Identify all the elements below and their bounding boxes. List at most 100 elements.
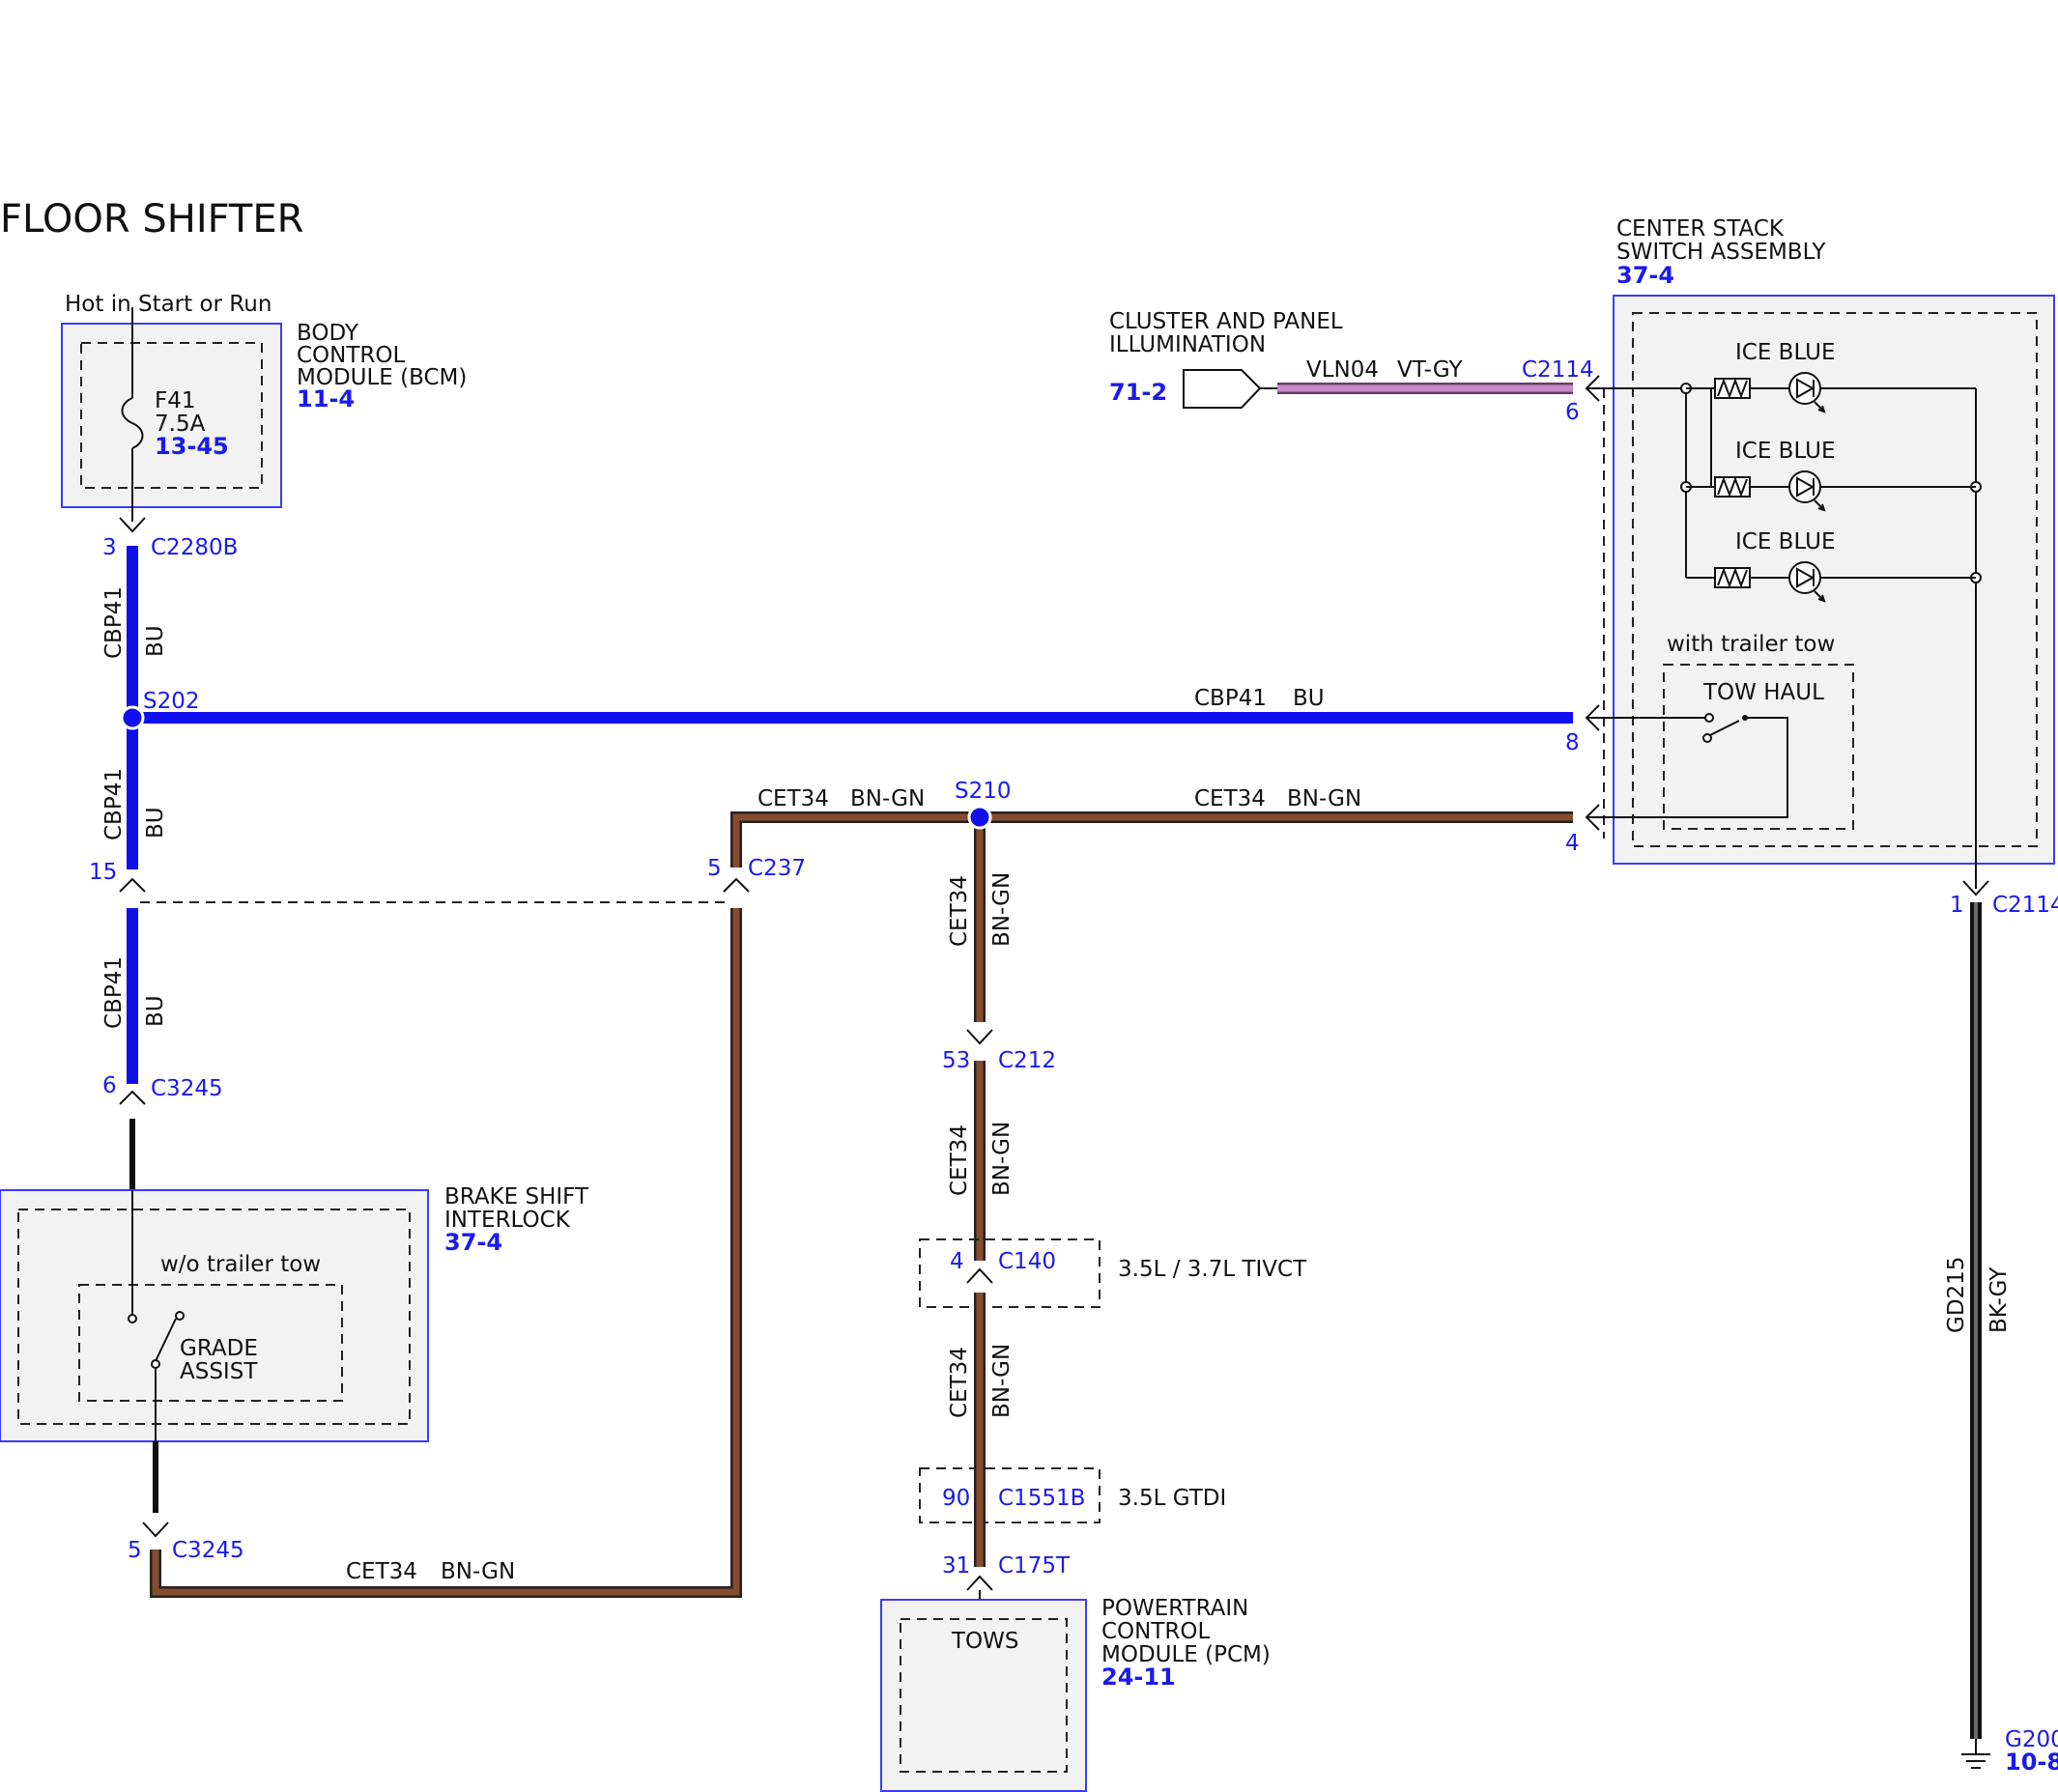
led-diode-symbol bbox=[1796, 476, 1815, 498]
fuse-ref: 13-45 bbox=[155, 433, 229, 460]
led-light-arrow bbox=[1814, 590, 1826, 603]
cet34-label-top-right: CET34 bbox=[1194, 786, 1266, 811]
cluster-ref: 71-2 bbox=[1109, 379, 1167, 406]
brake-shift-option-note: w/o trailer tow bbox=[160, 1252, 321, 1277]
c237-connector-icon bbox=[723, 877, 750, 893]
gd215-label: GD215 bbox=[1944, 1257, 1969, 1333]
fuse-f41-icon bbox=[121, 397, 144, 449]
c140-connector-icon bbox=[966, 1267, 993, 1284]
cluster-connector-icon bbox=[1183, 369, 1262, 409]
led-icon bbox=[1788, 561, 1821, 594]
cet34-label-bottom: CET34 bbox=[346, 1559, 417, 1584]
c3245-bottom-connector-icon bbox=[142, 1522, 169, 1538]
bcm-name-line2: CONTROL bbox=[297, 343, 406, 368]
led-label-1: ICE BLUE bbox=[1735, 340, 1836, 365]
led-light-arrow bbox=[1814, 401, 1826, 413]
c140-option-box bbox=[919, 1238, 1100, 1308]
tow-haul-option-box bbox=[1663, 664, 1854, 830]
led-row-1: ICE BLUE bbox=[1686, 340, 1976, 413]
s202-label: S202 bbox=[143, 689, 200, 714]
s210-splice bbox=[967, 805, 992, 830]
led-diode-symbol bbox=[1796, 378, 1815, 399]
bu-label-lower: BU bbox=[143, 995, 168, 1027]
resistor-zigzag bbox=[1717, 476, 1748, 498]
led-label-2: ICE BLUE bbox=[1735, 439, 1836, 464]
led-row-2: ICE BLUE bbox=[1686, 439, 1976, 512]
tow-haul-contact-1 bbox=[1704, 713, 1714, 723]
bcm-power-note: Hot in Start or Run bbox=[65, 292, 272, 317]
center-stack-box bbox=[1613, 295, 2055, 865]
led-light-arrow bbox=[1814, 499, 1826, 512]
center-stack-ref: 37-4 bbox=[1616, 262, 1674, 289]
cet34-label-top-left: CET34 bbox=[757, 786, 829, 811]
c237-pin: 5 bbox=[707, 856, 722, 881]
bngn-label-vertical-3: BN-GN bbox=[989, 1344, 1015, 1418]
led-diode-symbol bbox=[1796, 567, 1815, 588]
brake-shift-inner-box bbox=[17, 1209, 411, 1425]
c1551b-label: C1551B bbox=[998, 1486, 1085, 1511]
body-control-module: Hot in Start or Run BODY CONTROL MODULE … bbox=[61, 292, 467, 522]
c2114-pin-4: 4 bbox=[1565, 831, 1580, 856]
tow-option-note: with trailer tow bbox=[1667, 632, 1835, 657]
led-label-3: ICE BLUE bbox=[1735, 529, 1836, 555]
led-icon bbox=[1788, 470, 1821, 503]
bcm-inner-box bbox=[80, 342, 263, 489]
cbp41-label-upper: CBP41 bbox=[101, 586, 127, 659]
c3245-bottom-pin: 5 bbox=[128, 1538, 142, 1563]
c3245-top-pin: 6 bbox=[102, 1073, 117, 1098]
c1551b-pin: 90 bbox=[942, 1486, 970, 1511]
pcm-name-line2: CONTROL bbox=[1101, 1619, 1211, 1644]
cbp41-label-middle: CBP41 bbox=[101, 768, 127, 840]
c3245-bottom-label: C3245 bbox=[172, 1538, 244, 1563]
brake-shift-ref: 37-4 bbox=[444, 1229, 502, 1256]
c212-label: C212 bbox=[998, 1048, 1056, 1073]
g200-label: G200 bbox=[2005, 1727, 2058, 1752]
grade-assist-option-box bbox=[78, 1284, 343, 1402]
pcm-name-line1: POWERTRAIN bbox=[1101, 1596, 1248, 1621]
c2114-top-label: C2114 bbox=[1522, 357, 1594, 383]
bcm-name-line3: MODULE (BCM) bbox=[297, 365, 467, 390]
cbp41-label-horizontal: CBP41 bbox=[1194, 686, 1267, 711]
diagram-title: FLOOR SHIFTER bbox=[0, 197, 303, 242]
c2114-pin-8: 8 bbox=[1565, 730, 1580, 755]
brake-shift-name-line1: BRAKE SHIFT bbox=[444, 1184, 589, 1209]
cbp41-label-lower: CBP41 bbox=[101, 956, 127, 1029]
c2280b-pin: 3 bbox=[102, 535, 117, 560]
c2114-pin8-arrow-icon bbox=[1585, 704, 1600, 731]
powertrain-control-module: TOWS POWERTRAIN CONTROL MODULE (PCM) 24-… bbox=[880, 1596, 1271, 1792]
c140-label: C140 bbox=[998, 1249, 1056, 1274]
grade-assist-contact-top bbox=[128, 1314, 137, 1323]
c2280b-connector-icon bbox=[119, 517, 146, 533]
c2114-pin6-arrow-icon bbox=[1585, 375, 1600, 402]
brake-shift-interlock-module: BRAKE SHIFT INTERLOCK 37-4 w/o trailer t… bbox=[0, 1184, 589, 1442]
c1551b-option-box bbox=[919, 1467, 1100, 1523]
cet34-wire-top-outline bbox=[730, 811, 1573, 868]
c15-connector-icon bbox=[119, 877, 146, 893]
c140-note: 3.5L / 3.7L TIVCT bbox=[1118, 1257, 1307, 1282]
c2114-ground-arrow-icon bbox=[1962, 880, 1989, 896]
cluster-name-line1: CLUSTER AND PANEL bbox=[1109, 309, 1343, 334]
c140-pin: 4 bbox=[950, 1249, 964, 1274]
grade-assist-contact-pivot bbox=[151, 1359, 160, 1369]
c2114-pin-6: 6 bbox=[1565, 400, 1580, 425]
pcm-inner-box bbox=[900, 1618, 1068, 1773]
cet34-wire-bottom bbox=[152, 908, 740, 1596]
c175t-label: C175T bbox=[998, 1553, 1071, 1579]
brake-shift-name-line2: INTERLOCK bbox=[444, 1208, 571, 1233]
vtgy-label: VT-GY bbox=[1397, 357, 1463, 383]
pcm-ref: 24-11 bbox=[1101, 1664, 1176, 1691]
tow-haul-contact-2 bbox=[1702, 733, 1712, 743]
bngn-label-top-right: BN-GN bbox=[1287, 786, 1361, 811]
pcm-name-line3: MODULE (PCM) bbox=[1101, 1642, 1271, 1667]
resistor-zigzag bbox=[1717, 567, 1748, 588]
bcm-box bbox=[61, 323, 282, 508]
c2114-ground-pin: 1 bbox=[1950, 893, 1964, 918]
tow-haul-switch-icon bbox=[1707, 720, 1740, 737]
c3245-top-label: C3245 bbox=[151, 1076, 223, 1101]
center-stack-name-line2: SWITCH ASSEMBLY bbox=[1616, 240, 1826, 265]
s210-label: S210 bbox=[955, 779, 1012, 804]
grade-assist-contact-end bbox=[175, 1311, 185, 1321]
c2114-pin4-arrow-icon bbox=[1585, 804, 1600, 831]
fuse-rating: 7.5A bbox=[155, 412, 206, 437]
